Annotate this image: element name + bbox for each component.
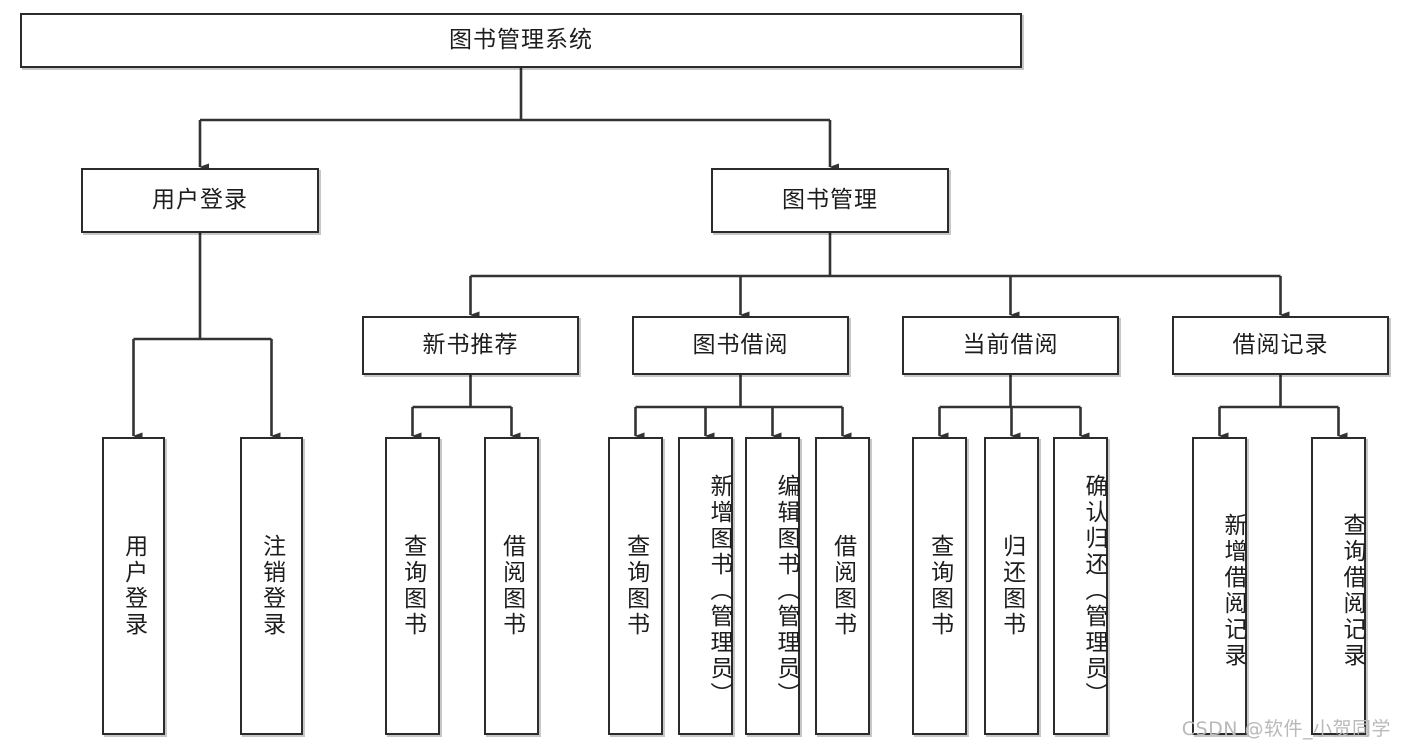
node-current-borrow-label: 当前借阅 [962,332,1059,359]
node-leaf-borrow-book-label: 借阅图书 [829,534,856,638]
node-leaf-confirm-return-label: 确认归还（管理员） [1081,474,1107,708]
node-leaf-edit-book-label: 编辑图书（管理员） [773,474,799,708]
node-leaf-query-book-borrow[interactable]: 查询图书 [608,437,663,735]
node-user-login-label: 用户登录 [152,187,248,214]
node-leaf-return-book[interactable]: 归还图书 [984,437,1039,735]
node-leaf-query-book-current-label: 查询图书 [926,534,953,638]
node-borrow-record[interactable]: 借阅记录 [1172,316,1389,375]
node-leaf-add-record-label: 新增借阅记录 [1220,513,1246,669]
node-leaf-logout[interactable]: 注销登录 [240,437,303,735]
node-leaf-confirm-return[interactable]: 确认归还（管理员） [1053,437,1108,735]
node-leaf-user-login[interactable]: 用户登录 [102,437,165,735]
node-book-manage[interactable]: 图书管理 [711,168,949,233]
node-borrow-record-label: 借阅记录 [1232,332,1329,359]
node-leaf-edit-book[interactable]: 编辑图书（管理员） [745,437,800,735]
node-leaf-add-record[interactable]: 新增借阅记录 [1192,437,1247,735]
node-leaf-add-book-label: 新增图书（管理员） [706,474,732,708]
node-new-book-recommend-label: 新书推荐 [422,332,519,359]
node-leaf-query-book-current[interactable]: 查询图书 [912,437,967,735]
node-leaf-logout-label: 注销登录 [258,534,285,638]
node-leaf-borrow-book-new-label: 借阅图书 [498,534,525,638]
node-root-label: 图书管理系统 [449,27,593,54]
node-leaf-borrow-book-new[interactable]: 借阅图书 [484,437,539,735]
node-root[interactable]: 图书管理系统 [20,13,1022,68]
node-leaf-user-login-label: 用户登录 [120,534,147,638]
node-book-borrow[interactable]: 图书借阅 [632,316,849,375]
node-leaf-add-book[interactable]: 新增图书（管理员） [678,437,733,735]
node-leaf-query-book-new[interactable]: 查询图书 [385,437,440,735]
node-current-borrow[interactable]: 当前借阅 [902,316,1119,375]
node-leaf-return-book-label: 归还图书 [998,534,1025,638]
node-new-book-recommend[interactable]: 新书推荐 [362,316,579,375]
node-leaf-query-record-label: 查询借阅记录 [1339,513,1365,669]
node-leaf-query-book-new-label: 查询图书 [399,534,426,638]
node-book-manage-label: 图书管理 [782,187,878,214]
node-leaf-query-book-borrow-label: 查询图书 [622,534,649,638]
node-book-borrow-label: 图书借阅 [692,332,789,359]
node-leaf-query-record[interactable]: 查询借阅记录 [1311,437,1366,735]
node-leaf-borrow-book[interactable]: 借阅图书 [815,437,870,735]
node-user-login[interactable]: 用户登录 [81,168,319,233]
